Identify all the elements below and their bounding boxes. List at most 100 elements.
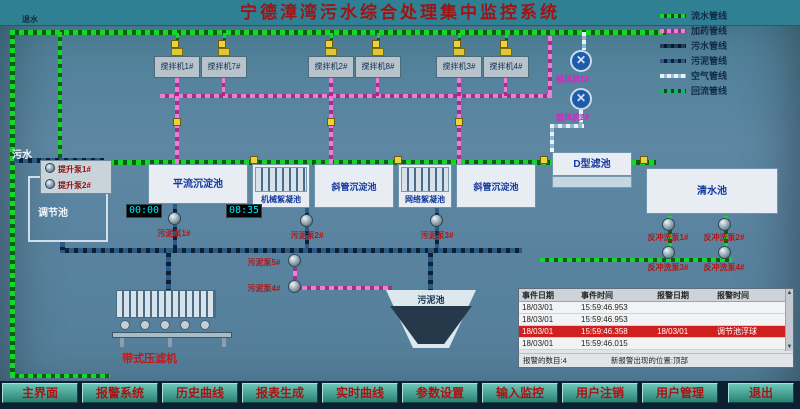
alarm-summary-panel[interactable]: 事件日期 事件时间 报警日期 报警时间 18/03/01 15:59:46.95… [518,288,794,368]
valve-icon [394,156,402,164]
belt-press-plates [116,290,216,318]
pipe-sludge-drop-2 [305,208,309,248]
tank-label: 机械絮凝池 [261,195,301,204]
mixer-label: 搅拌机7# [201,56,247,78]
fan-blade-glyph: ✕ [575,53,587,67]
col-event-date: 事件日期 [522,291,554,300]
alarm-row[interactable]: 18/03/01 15:59:46.953 [519,314,787,326]
valve-icon [171,40,179,48]
alarm-position-text: 新报警出现的位置:顶部 [610,356,688,365]
pump-icon [45,179,55,189]
legend-item: 回流管线 [660,83,727,98]
menu-button-history-curve[interactable]: 历史曲线 [162,383,238,403]
flocculation-grid [401,167,449,192]
pipe-air-header [550,124,584,128]
flocculation-grid [255,167,307,192]
dosing-line-swatch [660,28,686,33]
menu-button-user-logout[interactable]: 用户注销 [562,383,638,403]
menu-button-parameter-settings[interactable]: 参数设置 [402,383,478,403]
pump-icon [662,218,675,231]
mixer-label: 搅拌机2# [308,56,354,78]
blower-fan-icon: ✕ [570,88,592,110]
pump-label: 反冲洗泵4# [703,263,745,272]
pipe-backwash-drop-2 [724,216,728,258]
press-roller-icon [160,320,170,330]
pump-icon [288,280,301,293]
menu-button-report-generate[interactable]: 报表生成 [242,383,318,403]
valve-icon [173,118,181,126]
scroll-down-icon[interactable]: ▼ [786,344,793,350]
valve-icon [453,40,461,48]
scroll-up-icon[interactable]: ▲ [786,290,793,296]
return-line-swatch [660,88,686,93]
pump-icon [718,218,731,231]
alarm-table-header: 事件日期 事件时间 报警日期 报警时间 [519,289,787,302]
pump-icon [300,214,313,227]
mixer-label: 搅拌机4# [483,56,529,78]
pipe-sludge-drop-3 [435,208,439,248]
legend-item: 空气管线 [660,68,727,83]
press-roller-icon [180,320,190,330]
fan-blade-glyph: ✕ [575,91,587,105]
menu-button-exit[interactable]: 退出 [728,383,794,403]
menu-button-input-monitor[interactable]: 输入监控 [482,383,558,403]
mixer-motor-icon [171,48,183,56]
alarm-footer: 报警的数目:4 新报警出现的位置:顶部 [519,353,793,367]
pipe-dosing-main [160,94,552,98]
blower-label-2: 鼓风机2# [556,113,589,122]
pump-icon [662,246,675,259]
menu-button-realtime-curve[interactable]: 实时曲线 [322,383,398,403]
tank-sludge: 污泥池 [386,290,476,348]
page-title: 宁德漳湾污水综合处理集中监控系统 [240,3,560,22]
pipe-sludge-to-press [166,248,171,290]
tank-horizontal-sedimentation: 平流沉淀池 [148,164,248,204]
alarm-row[interactable]: 18/03/01 15:59:46.953 [519,302,787,314]
blower-fan-icon: ✕ [570,50,592,72]
col-alarm-date: 报警日期 [657,291,689,300]
mixer-unit-6: 搅拌机4# [483,48,529,78]
pipe-mixer-feed [223,33,226,41]
valve-icon [372,40,380,48]
pipe-dosing-sludge-h [293,286,392,290]
alarm-scrollbar[interactable]: ▲ ▼ [785,289,793,351]
press-conveyor [112,332,232,338]
pipe-air-to-filter [550,124,554,152]
col-alarm-time: 报警时间 [717,291,749,300]
legend-item: 加药管线 [660,23,727,38]
pump-label: 污泥泵1# [157,229,191,238]
alarm-row-active[interactable]: 18/03/01 15:59:46.358 18/03/01 调节池浮球 [519,326,787,338]
title-bar: 宁德漳湾污水综合处理集中监控系统 退水 [0,0,800,26]
pipe-dosing-stub [504,78,507,96]
mixer-unit-3: 搅拌机2# [308,48,354,78]
pump-icon [45,163,55,173]
pipe-mixer-feed [176,33,179,41]
pipe-mixer-feed [458,33,461,41]
pump-label: 反冲洗泵2# [703,233,745,242]
pipe-water-bottom-left [10,374,110,378]
tank-d-filter: D型滤池 [552,152,632,176]
menu-button-user-management[interactable]: 用户管理 [642,383,718,403]
pipe-mixer-feed [505,33,508,41]
cycle-timer-2: 08:35 [226,204,262,218]
sludge-line-swatch [660,58,686,63]
press-roller-icon [120,320,130,330]
sewage-line-swatch [660,43,686,48]
lift-pump-box: 提升泵1# 提升泵2# [40,160,112,194]
legend-item: 污泥管线 [660,53,727,68]
tank-label: 网络絮凝池 [405,195,445,204]
menu-button-main[interactable]: 主界面 [2,383,78,403]
tank-label: 污泥池 [417,295,445,305]
legend-item: 污水管线 [660,38,727,53]
pump-label: 污泥泵4# [247,284,281,293]
tank-inclined-sedimentation-1: 斜管沉淀池 [314,164,394,208]
pipe-sludge-to-tank [428,248,433,290]
pipe-water-inlet-drop [58,32,62,160]
menu-button-alarm-system[interactable]: 报警系统 [82,383,158,403]
alarm-row[interactable]: 18/03/01 15:59:46.015 [519,338,787,350]
valve-icon [500,40,508,48]
mixer-motor-icon [453,48,465,56]
water-line-swatch [660,13,686,18]
pipe-water-process-main [100,160,656,165]
press-plate-grid [117,291,215,317]
